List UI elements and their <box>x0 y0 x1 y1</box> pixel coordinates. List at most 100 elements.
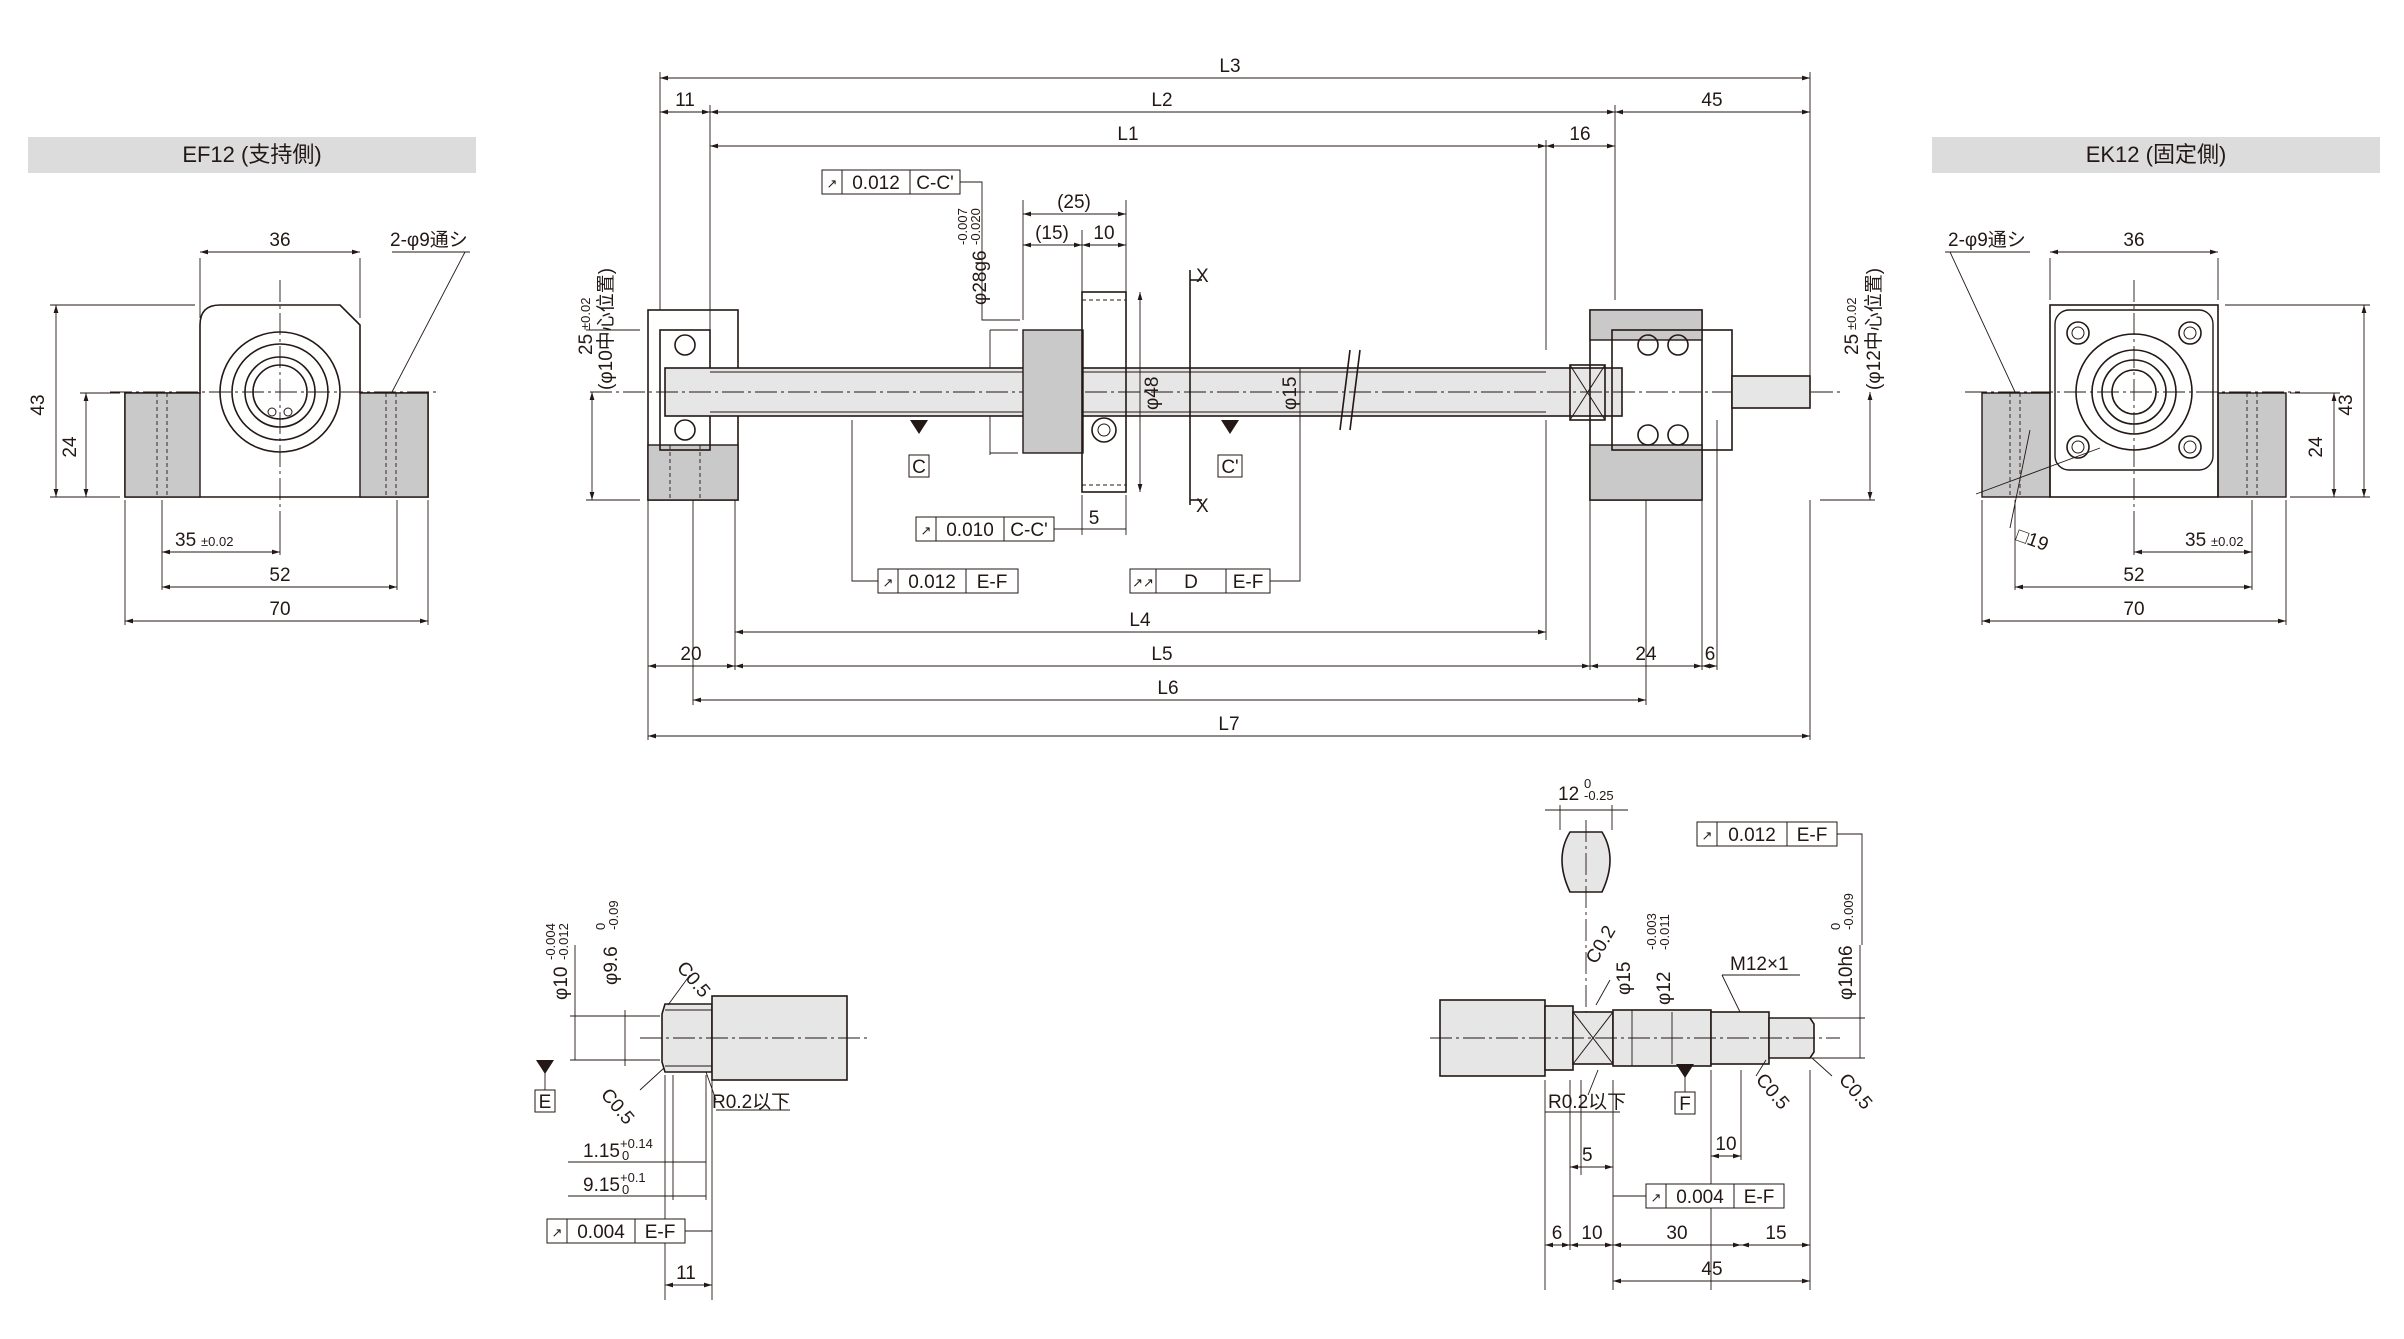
svg-text:E-F: E-F <box>1744 1187 1775 1208</box>
svg-text:0: 0 <box>1828 923 1843 930</box>
dim-5-nut: 5 <box>1089 508 1100 529</box>
svg-text:E-F: E-F <box>1233 572 1264 593</box>
ef12-dim-43: 43 <box>28 394 49 415</box>
datum-c-prime: C' <box>1221 457 1238 478</box>
svg-text:-0.09: -0.09 <box>606 900 621 930</box>
ek12-header-title: EK12 (固定側) <box>2086 142 2227 167</box>
detail-right-c05b: C0.5 <box>1834 1070 1876 1114</box>
datum-e: E <box>539 1092 552 1113</box>
svg-text:↗: ↗ <box>552 1225 563 1240</box>
note-right-center: (φ12中心位置) <box>1863 268 1885 390</box>
dim-left-25-tol: ±0.02 <box>578 298 593 330</box>
svg-text:↗: ↗ <box>883 575 894 590</box>
detail-right-m12: M12×1 <box>1730 954 1789 975</box>
dim-phi15-main: φ15 <box>1280 377 1301 410</box>
svg-text:0.012: 0.012 <box>852 173 900 194</box>
dim-right-25: 25 <box>1842 334 1863 355</box>
svg-text:0.004: 0.004 <box>577 1222 625 1243</box>
fcf-runout-1: ↗ 0.012 C-C' <box>821 169 1020 321</box>
ek12-dim-36: 36 <box>2123 230 2144 251</box>
detail-left-d915: 9.15 <box>583 1175 620 1196</box>
detail-right-d10b: 10 <box>1581 1223 1602 1244</box>
svg-text:0: 0 <box>622 1182 629 1197</box>
svg-text:E-F: E-F <box>1797 825 1828 846</box>
svg-text:↗: ↗ <box>1651 1190 1662 1205</box>
detail-right-d12: 12 <box>1558 784 1579 805</box>
ef12-end-view: EF12 (支持側) 36 43 24 <box>28 137 476 625</box>
ef12-dim-24: 24 <box>60 436 81 458</box>
svg-text:0.012: 0.012 <box>1728 825 1776 846</box>
svg-text:↗↗: ↗↗ <box>1132 575 1154 590</box>
detail-right-phi10h6: φ10h6 <box>1836 945 1857 1000</box>
support-unit-ef <box>647 309 739 501</box>
detail-left-phi96: φ9.6 <box>601 946 622 985</box>
dim-10-nut: 10 <box>1093 223 1114 244</box>
detail-right-phi12: φ12 <box>1654 972 1675 1005</box>
svg-text:-0.009: -0.009 <box>1841 893 1856 930</box>
detail-right-d45: 45 <box>1701 1259 1722 1280</box>
fcf-detail-right-1: ↗ 0.012 E-F <box>1696 821 1863 945</box>
detail-right-d6: 6 <box>1552 1223 1563 1244</box>
svg-text:↗: ↗ <box>921 523 932 538</box>
detail-left-phi10: φ10 <box>551 967 572 1000</box>
ef12-holes-note: 2-φ9通シ <box>390 229 468 251</box>
dim-45-top: 45 <box>1701 90 1722 111</box>
detail-right-c05a: C0.5 <box>1751 1070 1793 1114</box>
dim-phi48: φ48 <box>1142 377 1163 410</box>
dim-L6: L6 <box>1157 678 1178 699</box>
ek12-dim-52: 52 <box>2123 565 2144 586</box>
fcf-runout-3: ↗ 0.012 E-F <box>851 420 1019 594</box>
svg-text:+0.1: +0.1 <box>620 1170 646 1185</box>
ek12-bolts <box>2066 321 2202 459</box>
dim-phi28-tol-up: -0.007 <box>955 208 970 245</box>
fcf-detail-right-2: ↗ 0.004 E-F <box>1613 1183 1785 1209</box>
fcf-runout-2: ↗ 0.010 C-C' <box>915 516 1126 542</box>
ball-nut <box>1022 291 1127 493</box>
svg-text:-0.011: -0.011 <box>1657 914 1672 950</box>
svg-text:-0.003: -0.003 <box>1644 913 1659 950</box>
dim-16: 16 <box>1569 124 1590 145</box>
ek12-dim-35-tol: ±0.02 <box>2211 534 2243 549</box>
detail-right-d30: 30 <box>1666 1223 1687 1244</box>
ek12-dim-24: 24 <box>2306 436 2327 458</box>
main-assembly-view: L3 11 L2 45 L1 16 (25) (15) 10 φ28g6 -0.… <box>576 56 1885 740</box>
ek12-header-bar <box>1932 137 2380 173</box>
ef12-dim-35-tol: ±0.02 <box>201 534 233 549</box>
fcf-detail-left: ↗ 0.004 E-F <box>546 1218 712 1244</box>
dim-15-paren: (15) <box>1035 223 1069 244</box>
dim-L7: L7 <box>1218 714 1239 735</box>
svg-text:+0.14: +0.14 <box>620 1136 653 1151</box>
dim-right-25-tol: ±0.02 <box>1844 298 1859 330</box>
svg-text:0.012: 0.012 <box>908 572 956 593</box>
detail-right-d5: 5 <box>1582 1145 1593 1166</box>
ef12-header-bar <box>28 137 476 173</box>
svg-text:-0.004: -0.004 <box>543 923 558 960</box>
ek12-dim-35: 35 <box>2185 530 2206 551</box>
dim-6-main: 6 <box>1705 644 1716 665</box>
dim-L2: L2 <box>1151 90 1172 111</box>
detail-left-d11: 11 <box>676 1263 696 1284</box>
ek12-holes-note: 2-φ9通シ <box>1948 229 2026 251</box>
dim-phi28: φ28g6 <box>970 250 991 305</box>
ek12-dim-70: 70 <box>2123 599 2144 620</box>
svg-text:C-C': C-C' <box>1010 520 1047 541</box>
svg-text:D: D <box>1184 572 1198 593</box>
svg-text:-0.012: -0.012 <box>556 923 571 960</box>
dim-11-top: 11 <box>675 90 695 111</box>
dim-L5: L5 <box>1151 644 1172 665</box>
svg-text:-0.25: -0.25 <box>1584 788 1614 803</box>
detail-right-phi15: φ15 <box>1614 962 1635 995</box>
svg-text:C-C': C-C' <box>916 173 953 194</box>
svg-text:↗: ↗ <box>827 176 838 191</box>
detail-left-r02: R0.2以下 <box>712 1092 790 1113</box>
svg-text:↗: ↗ <box>1702 828 1713 843</box>
dim-L1: L1 <box>1117 124 1138 145</box>
ek12-end-view: EK12 (固定側) 36 43 24 <box>1932 137 2380 625</box>
ef12-dim-52: 52 <box>269 565 290 586</box>
detail-fixed-end: 12 0 -0.25 C0.2 φ15 φ12 -0.003 -0.011 M1… <box>1430 776 1876 1290</box>
svg-text:E-F: E-F <box>977 572 1008 593</box>
svg-text:0: 0 <box>593 923 608 930</box>
dim-phi28-tol-lo: -0.020 <box>968 208 983 245</box>
detail-left-d115: 1.15 <box>583 1141 620 1162</box>
